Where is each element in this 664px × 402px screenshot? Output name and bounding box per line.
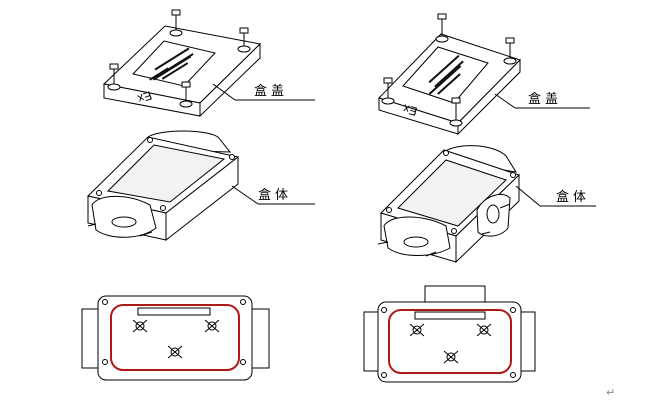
nameplate-right [402, 46, 489, 104]
cable-hole-right-side [486, 204, 500, 224]
label-cover-left: 盒盖 [254, 83, 288, 99]
terminal-right-2 [476, 323, 492, 337]
terminal-left-2 [204, 319, 220, 333]
leader-line-body-left [231, 185, 259, 205]
terminal-left-3 [167, 345, 183, 359]
cover-right: Ex 盒盖 [378, 13, 590, 136]
ex-mark-right: Ex [402, 101, 419, 118]
nameplate-text-left [149, 47, 194, 81]
gasket-right [388, 309, 512, 374]
cover-left: Ex 盒盖 [102, 9, 315, 118]
terminal-right-3 [443, 350, 459, 364]
cable-gland-right [383, 216, 451, 256]
body-right: 盒体 [377, 145, 596, 264]
ex-mark-left: Ex [136, 88, 154, 106]
terminal-left-1 [132, 319, 148, 333]
cover-bolts-right [381, 13, 517, 127]
leader-line-body-right [515, 185, 541, 207]
gasket-left [110, 304, 240, 371]
label-body-left: 盒体 [258, 187, 292, 203]
label-cover-right: 盒盖 [528, 91, 562, 107]
leader-line-cover-left [212, 83, 236, 101]
cable-hole-right [403, 236, 429, 248]
paragraph-mark: ↵ [606, 386, 615, 399]
cover-bolts-left [107, 9, 251, 108]
cable-hole-left [111, 216, 137, 228]
body-left: 盒体 [86, 130, 315, 242]
terminal-right-1 [409, 323, 425, 337]
label-body-right: 盒体 [556, 189, 590, 205]
leader-line-cover-right [494, 93, 516, 109]
nameplate-left [132, 40, 216, 87]
top-view-right [363, 285, 536, 383]
top-view-left [81, 295, 270, 381]
nameplate-text-right [428, 54, 464, 95]
